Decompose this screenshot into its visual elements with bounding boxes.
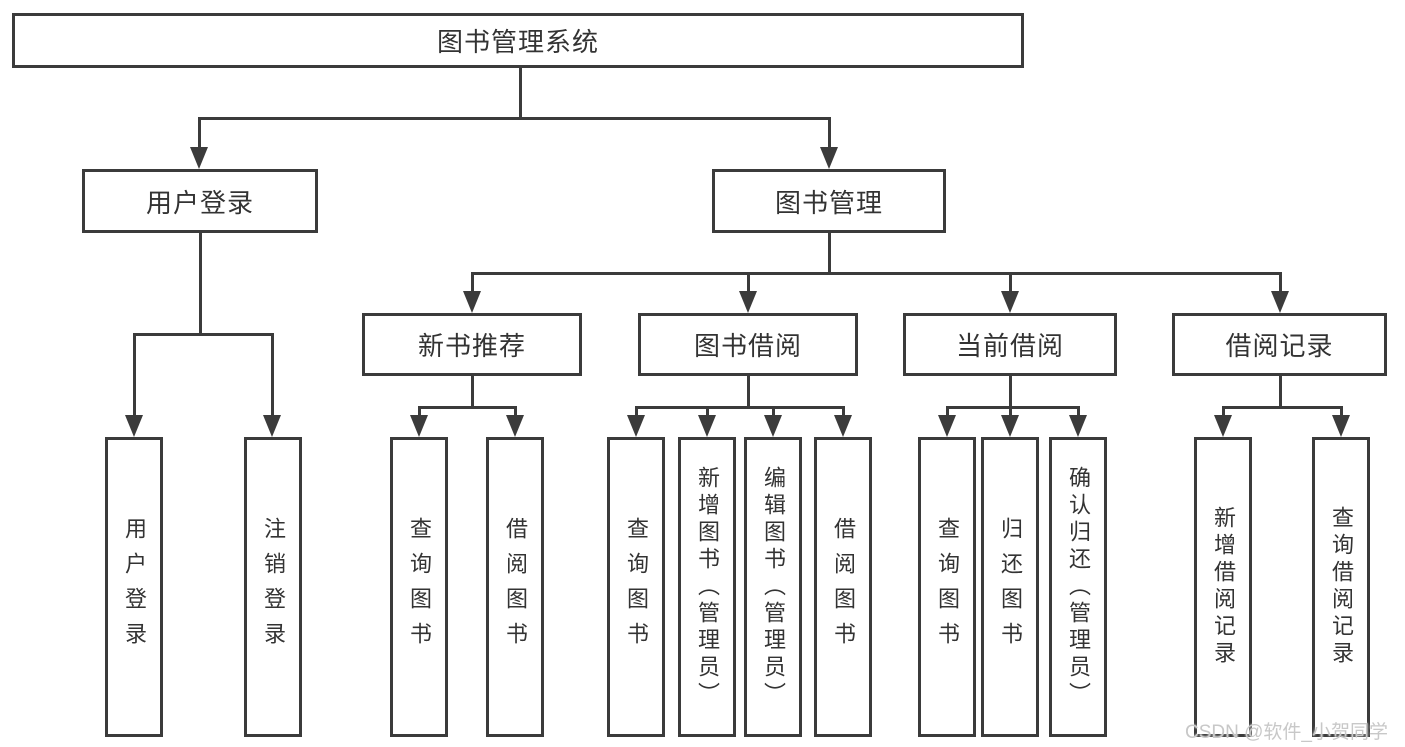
node-new-book-recommendation-label: 新书推荐 <box>417 331 526 361</box>
watermark-text: CSDN @软件_小贺同学 <box>1185 722 1388 743</box>
leaf-user-login-label: 用户登录 <box>122 517 147 657</box>
node-current-borrowing: 当前借阅 <box>903 313 1117 376</box>
arrow-down-icon <box>1271 291 1289 313</box>
leaf-logout: 注销登录 <box>244 437 302 737</box>
connector-line <box>470 273 474 297</box>
connector-line <box>518 68 522 118</box>
arrow-down-icon <box>263 415 281 437</box>
node-borrowing-records-label: 借阅记录 <box>1225 331 1334 361</box>
connector-line <box>1008 407 1012 421</box>
arrow-down-icon <box>1214 415 1232 437</box>
node-user-login: 用户登录 <box>82 169 318 233</box>
connector-line <box>1278 376 1282 407</box>
leaf-add-borrow-record-label: 新增借阅记录 <box>1211 506 1236 668</box>
connector-line <box>197 116 831 120</box>
leaf-borrow-books: 借阅图书 <box>814 437 872 737</box>
connector-line <box>827 233 831 273</box>
connector-line <box>634 405 845 409</box>
arrow-down-icon <box>1332 415 1350 437</box>
leaf-edit-books-admin-label: 编辑图书（管理员） <box>761 465 786 709</box>
connector-line <box>197 118 201 151</box>
leaf-add-books-admin: 新增图书（管理员） <box>678 437 736 737</box>
connector-line <box>1221 407 1225 421</box>
connector-line <box>634 407 638 421</box>
arrow-down-icon <box>125 415 143 437</box>
node-user-login-label: 用户登录 <box>145 187 254 218</box>
connector-line <box>132 334 136 421</box>
leaf-return-books: 归还图书 <box>981 437 1039 737</box>
arrow-down-icon <box>410 415 428 437</box>
connector-line <box>746 273 750 297</box>
leaf-confirm-return-admin: 确认归还（管理员） <box>1049 437 1107 737</box>
arrow-down-icon <box>820 147 838 169</box>
leaf-edit-books-admin: 编辑图书（管理员） <box>744 437 802 737</box>
leaf-query-books-borrow-label: 查询图书 <box>624 517 649 657</box>
connector-line <box>1221 405 1343 409</box>
connector-line <box>1278 273 1282 297</box>
connector-line <box>1008 273 1012 297</box>
connector-line <box>470 376 474 407</box>
node-root-label: 图书管理系统 <box>436 27 599 57</box>
arrow-down-icon <box>627 415 645 437</box>
connector-line <box>827 118 831 151</box>
node-book-management-label: 图书管理 <box>774 187 883 218</box>
leaf-add-borrow-record: 新增借阅记录 <box>1194 437 1252 737</box>
connector-line <box>771 407 775 421</box>
leaf-query-books-recommend: 查询图书 <box>390 437 448 737</box>
node-book-management: 图书管理 <box>712 169 946 233</box>
node-borrowing-records: 借阅记录 <box>1172 313 1387 376</box>
leaf-add-books-admin-label: 新增图书（管理员） <box>695 465 720 709</box>
arrow-down-icon <box>190 147 208 169</box>
leaf-query-borrow-record: 查询借阅记录 <box>1312 437 1370 737</box>
node-book-borrowing-label: 图书借阅 <box>693 331 802 361</box>
connector-line <box>417 405 517 409</box>
arrow-down-icon <box>463 291 481 313</box>
node-current-borrowing-label: 当前借阅 <box>955 331 1064 361</box>
connector-line <box>1008 376 1012 407</box>
connector-line <box>705 407 709 421</box>
leaf-return-books-label: 归还图书 <box>998 517 1023 657</box>
arrow-down-icon <box>938 415 956 437</box>
connector-line <box>270 334 274 421</box>
connector-line <box>945 407 949 421</box>
arrow-down-icon <box>1001 291 1019 313</box>
leaf-borrow-books-recommend-label: 借阅图书 <box>503 517 528 657</box>
leaf-query-borrow-record-label: 查询借阅记录 <box>1329 506 1354 668</box>
arrow-down-icon <box>764 415 782 437</box>
connector-line <box>746 376 750 407</box>
leaf-query-books-current: 查询图书 <box>918 437 976 737</box>
node-book-borrowing: 图书借阅 <box>638 313 858 376</box>
connector-line <box>470 271 1282 275</box>
arrow-down-icon <box>1001 415 1019 437</box>
leaf-confirm-return-admin-label: 确认归还（管理员） <box>1066 465 1091 709</box>
connector-line <box>1076 407 1080 421</box>
node-new-book-recommendation: 新书推荐 <box>362 313 582 376</box>
leaf-query-books-borrow: 查询图书 <box>607 437 665 737</box>
arrow-down-icon <box>739 291 757 313</box>
leaf-borrow-books-recommend: 借阅图书 <box>486 437 544 737</box>
node-root-library-system: 图书管理系统 <box>12 13 1024 68</box>
leaf-user-login: 用户登录 <box>105 437 163 737</box>
connector-line <box>1339 407 1343 421</box>
connector-line <box>513 407 517 421</box>
leaf-logout-label: 注销登录 <box>261 517 286 657</box>
connector-line <box>198 233 202 334</box>
arrow-down-icon <box>1069 415 1087 437</box>
leaf-query-books-current-label: 查询图书 <box>935 517 960 657</box>
connector-line <box>841 407 845 421</box>
connector-line <box>132 332 274 336</box>
arrow-down-icon <box>698 415 716 437</box>
arrow-down-icon <box>506 415 524 437</box>
connector-line <box>945 405 1080 409</box>
arrow-down-icon <box>834 415 852 437</box>
connector-line <box>417 407 421 421</box>
leaf-query-books-recommend-label: 查询图书 <box>407 517 432 657</box>
leaf-borrow-books-label: 借阅图书 <box>831 517 856 657</box>
